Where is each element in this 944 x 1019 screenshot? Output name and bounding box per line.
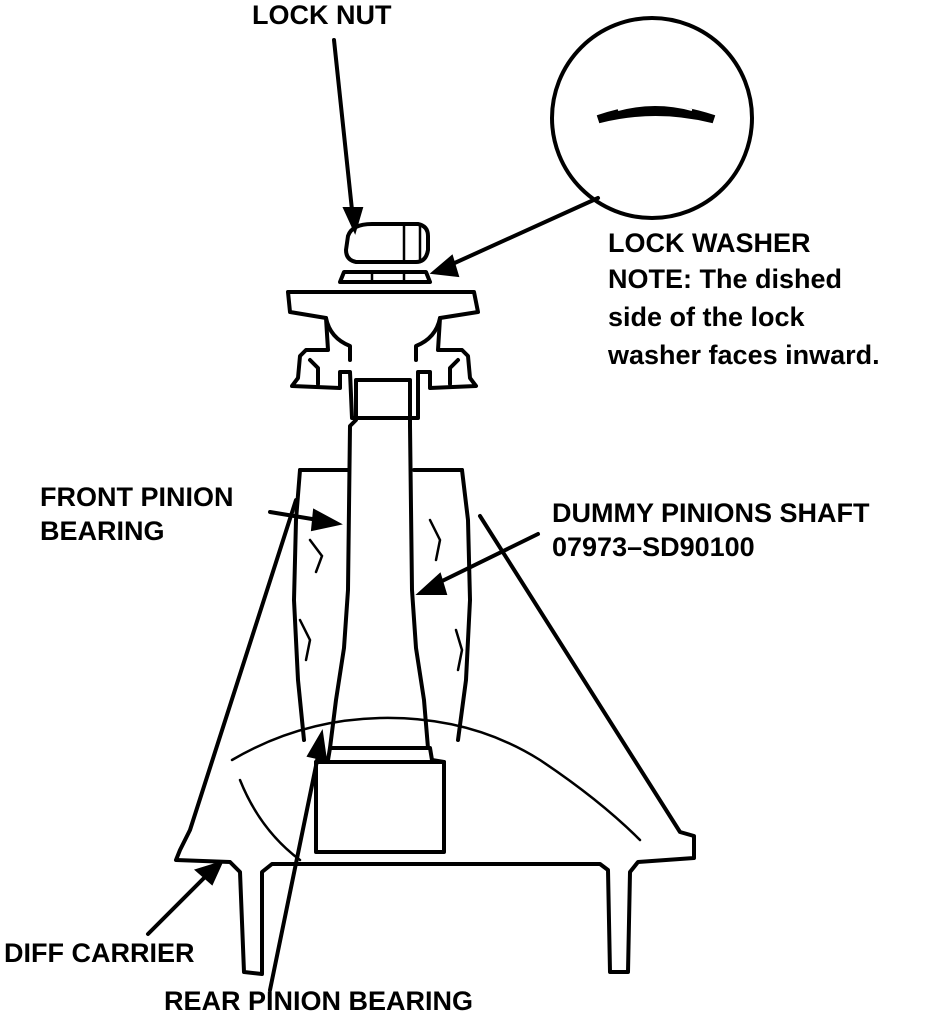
- dummy-pinions-shaft-label: DUMMY PINIONS SHAFT 07973–SD90100: [552, 496, 870, 564]
- washer-note-line-2: side of the lock: [608, 302, 805, 332]
- washer-note: NOTE: The dished side of the lock washer…: [608, 260, 880, 374]
- dummy-shaft-name: DUMMY PINIONS SHAFT: [552, 498, 870, 528]
- diff-carrier-part: [174, 468, 696, 976]
- washer-detail-view: [550, 16, 754, 220]
- front-pinion-bearing-line-2: BEARING: [40, 516, 165, 546]
- front-pinion-bearing-line-1: FRONT PINION: [40, 482, 234, 512]
- shaft-base-block: [314, 746, 446, 854]
- leader-arrows: [146, 38, 600, 992]
- front-pinion-bearing-label: FRONT PINION BEARING: [40, 480, 234, 548]
- diff-carrier-label: DIFF CARRIER: [4, 938, 195, 968]
- lock-washer-label: LOCK WASHER: [608, 228, 811, 258]
- lock-washer-part: [338, 270, 432, 284]
- washer-note-line-1: NOTE: The dished: [608, 264, 843, 294]
- dummy-shaft-part-number: 07973–SD90100: [552, 532, 755, 562]
- washer-note-line-3: washer faces inward.: [608, 340, 880, 370]
- rear-pinion-bearing-label: REAR PINION BEARING: [164, 986, 474, 1016]
- top-flange-part: [286, 290, 480, 420]
- lock-nut-part: [344, 222, 430, 264]
- dummy-shaft-part: [328, 378, 430, 750]
- lock-nut-label: LOCK NUT: [252, 0, 392, 30]
